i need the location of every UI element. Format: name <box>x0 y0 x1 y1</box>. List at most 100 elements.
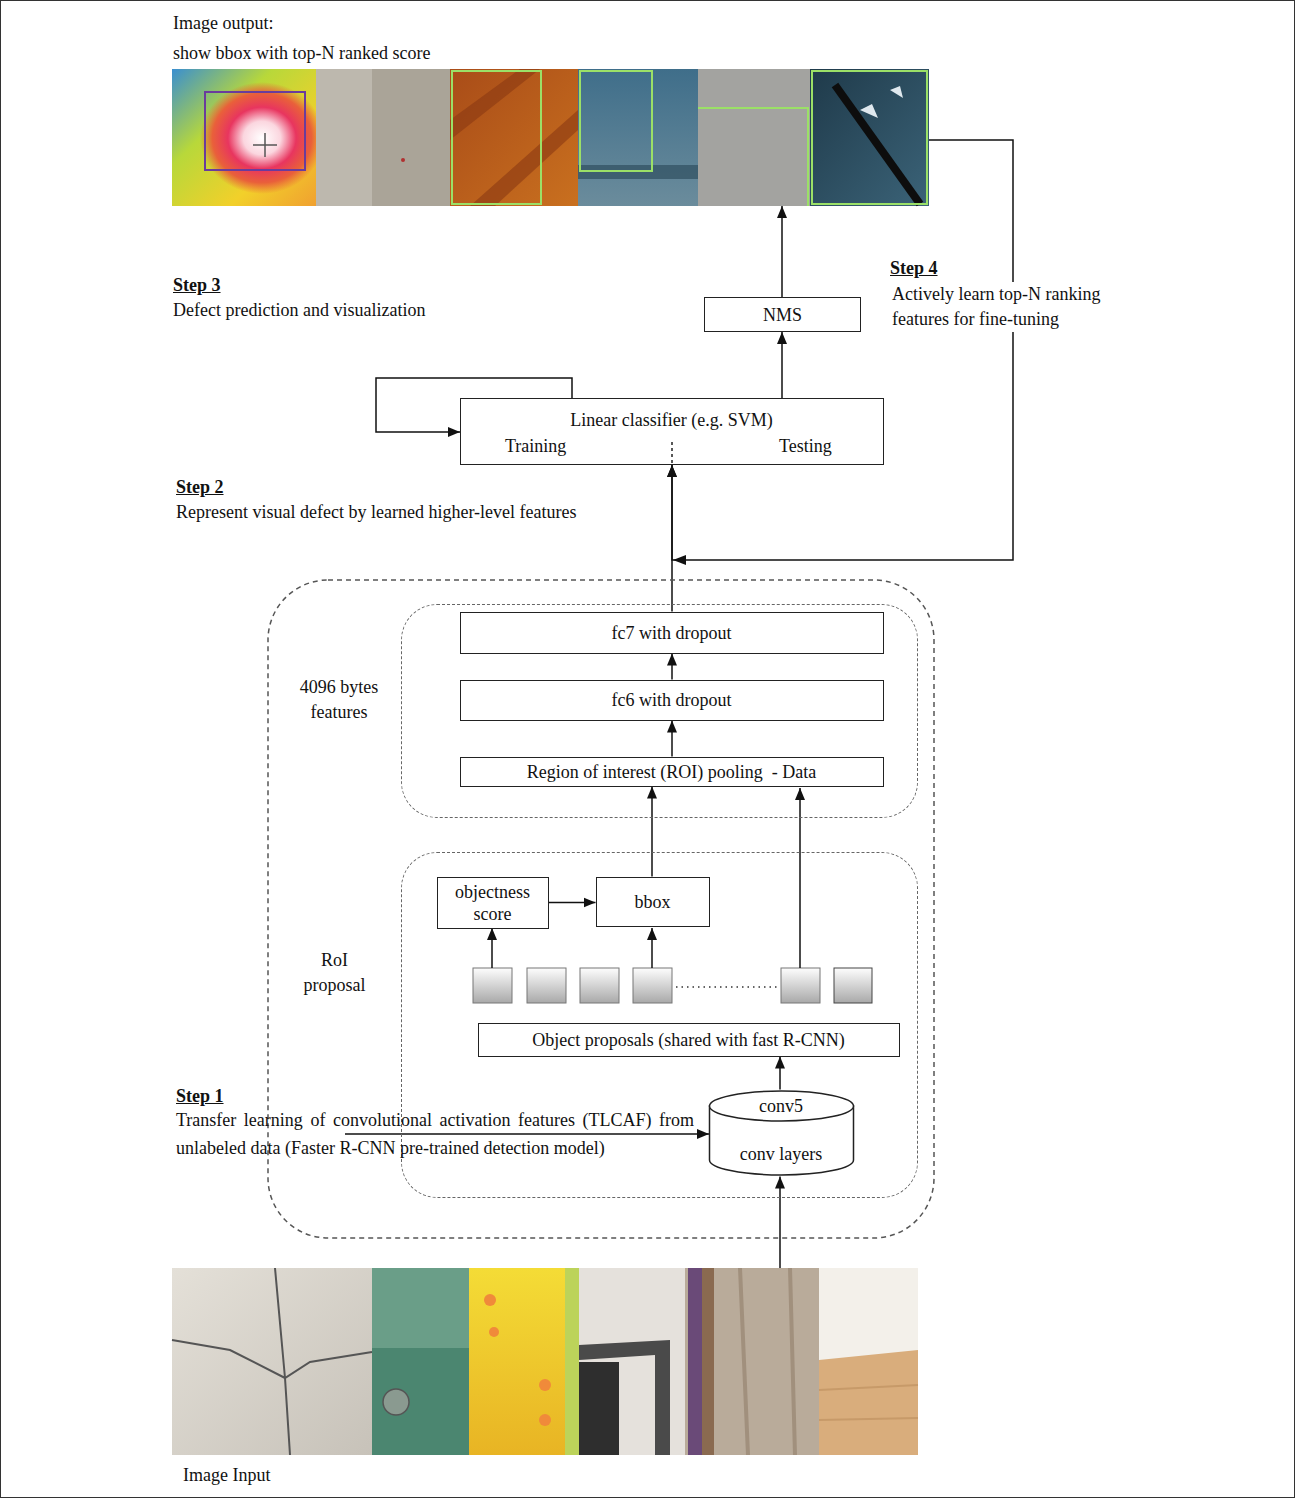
floor-boards <box>819 1385 918 1420</box>
stone-streaks <box>700 1268 795 1455</box>
step-heading: Step 1 <box>176 1084 224 1109</box>
node-heading: Image output: <box>173 11 273 36</box>
marble-shade <box>372 1268 469 1348</box>
room-wall <box>819 1268 918 1360</box>
step-description: Represent visual defect by learned highe… <box>176 500 576 525</box>
bbox-marker <box>698 108 808 206</box>
input-image-strip <box>172 1268 918 1455</box>
node-heading: Training <box>505 434 566 459</box>
dotted-ellipsis <box>676 986 778 988</box>
process-box: Object proposals (shared with fast R-CNN… <box>478 1023 900 1057</box>
train-test-divider <box>671 442 673 465</box>
glass-chips <box>860 86 903 118</box>
marble-photo <box>372 1268 469 1455</box>
purple-band <box>688 1268 702 1455</box>
node-text: NMS <box>763 304 802 326</box>
node-heading: conv layers <box>708 1142 855 1167</box>
step-heading: Step 4 <box>890 256 938 281</box>
node-text: fc6 with dropout <box>612 689 732 711</box>
node-text: objectness score <box>446 881 540 925</box>
node-heading: show bbox with top-N ranked score <box>173 41 430 66</box>
transfer-arrow <box>345 1133 709 1135</box>
output-image-strip <box>172 69 929 206</box>
flow-arrow <box>671 721 673 757</box>
flow-arrow <box>651 787 653 877</box>
node-text: fc7 with dropout <box>612 622 732 644</box>
node-heading: 4096 bytes features <box>287 675 392 725</box>
thermal-edge <box>565 1268 579 1455</box>
flow-arrow <box>781 332 783 398</box>
proposal-square <box>527 968 566 1003</box>
thermal-photo <box>469 1268 579 1455</box>
classifier-box: Linear classifier (e.g. SVM)Training Test… <box>460 398 884 465</box>
process-box: NMS <box>704 297 861 332</box>
bbox-marker <box>452 71 541 204</box>
hot-spot <box>539 1414 551 1426</box>
layer-box: fc7 with dropout <box>460 612 884 654</box>
proposal-square <box>781 968 820 1003</box>
proposal-arrow <box>491 928 493 968</box>
stone-photo <box>685 1268 819 1455</box>
layer-box: fc6 with dropout <box>460 680 884 721</box>
crosshair <box>253 133 277 157</box>
node-heading: RoI proposal <box>300 948 370 998</box>
proposal-arrow <box>651 928 653 968</box>
merge-arrowhead <box>673 555 686 565</box>
input-image: Image Input <box>172 1268 918 1455</box>
tile-crack <box>172 1268 372 1455</box>
flow-arrow <box>779 1057 781 1090</box>
tile-photo <box>172 1268 372 1455</box>
marble-band <box>372 69 450 206</box>
brown-band <box>702 1268 714 1455</box>
proposal-square <box>834 968 872 1003</box>
node-text: Region of interest (ROI) pooling - Data <box>527 761 816 783</box>
node-heading: Testing <box>779 434 832 459</box>
bbox-marker <box>812 71 927 204</box>
process-box: objectness score <box>437 877 549 929</box>
doorway <box>579 1362 619 1455</box>
marble-photo <box>316 69 450 206</box>
step-description: Defect prediction and visualization <box>173 298 425 323</box>
wood-floor <box>819 1350 918 1455</box>
process-box: bbox <box>596 877 710 927</box>
door-photo <box>579 1268 685 1455</box>
floor-photo <box>578 69 698 206</box>
defect-dot <box>401 158 405 162</box>
flow-arrow <box>671 465 673 612</box>
layer-box: Region of interest (ROI) pooling - Data <box>460 757 884 787</box>
step-description: Transfer learning of convolutional activ… <box>176 1106 694 1162</box>
glass-photo <box>810 69 929 206</box>
floor-drain <box>383 1389 409 1415</box>
wall-photo <box>698 69 810 206</box>
node-heading: Linear classifier (e.g. SVM) <box>461 408 882 433</box>
flow-arrow <box>779 1177 781 1269</box>
hot-spot <box>484 1294 496 1306</box>
node-text: bbox <box>635 891 671 913</box>
hot-spot <box>489 1327 499 1337</box>
proposal-square <box>580 968 619 1003</box>
flow-arrow <box>671 654 673 680</box>
flow-arrow <box>781 206 783 297</box>
bbox-marker <box>580 71 652 171</box>
crack-line <box>835 85 920 204</box>
hot-spot <box>539 1379 551 1391</box>
flow-arrow <box>549 902 596 904</box>
door-frame <box>579 1340 670 1455</box>
proposal-square <box>473 968 512 1003</box>
node-heading: conv5 <box>708 1094 855 1119</box>
step-heading: Step 3 <box>173 273 221 298</box>
feature-group: 4096 bytes featuresfc7 with dropoutfc6 w… <box>401 604 918 818</box>
output-image: Image output:show bbox with top-N ranked… <box>172 69 929 206</box>
step-description: Actively learn top-N ranking features fo… <box>892 282 1137 332</box>
step-heading: Step 2 <box>176 475 224 500</box>
proposal-arrow <box>799 788 801 968</box>
database-cylinder: conv5 conv layers <box>708 1090 855 1177</box>
flow-arrow <box>376 378 572 432</box>
node-text: Object proposals (shared with fast R-CNN… <box>532 1029 844 1051</box>
wood-photo <box>450 69 578 206</box>
bbox-marker <box>205 92 305 170</box>
wood-grain <box>450 69 578 206</box>
proposal-square <box>633 968 672 1003</box>
